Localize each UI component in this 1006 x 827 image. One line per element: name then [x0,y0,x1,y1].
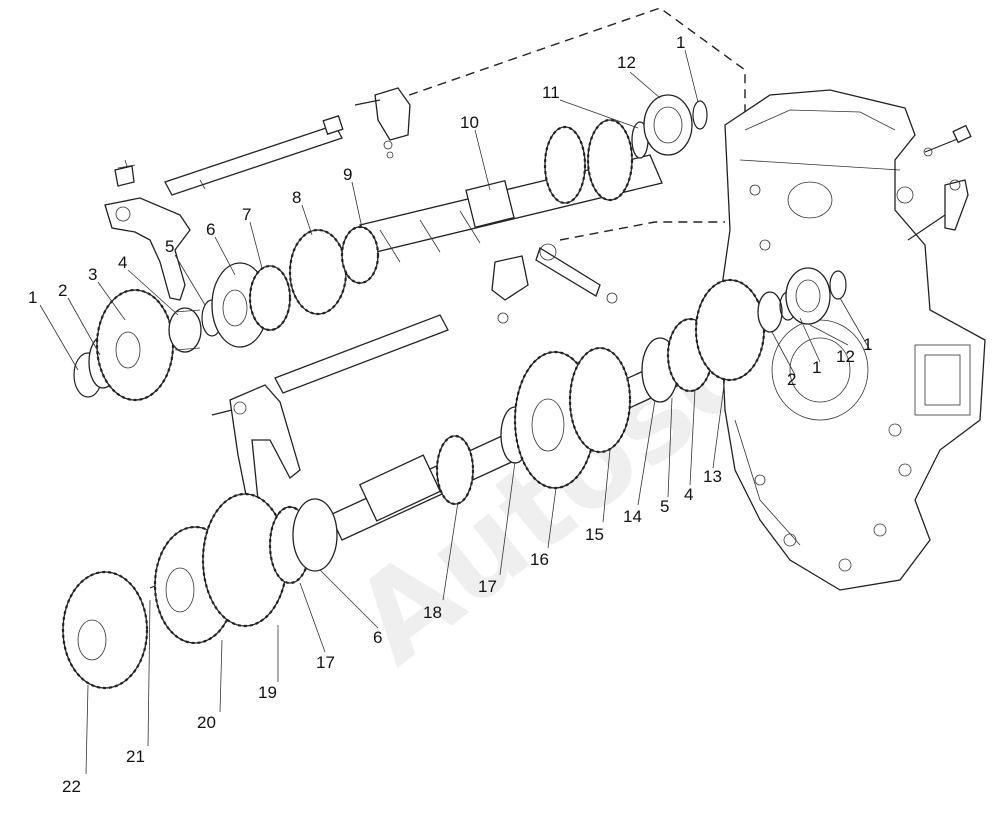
callout-13: 13 [703,467,722,486]
upper-shift-fork [104,159,191,301]
callout-12-lower: 12 [836,347,855,366]
callout-6: 6 [206,220,215,239]
callout-2-lower: 2 [787,370,796,389]
callout-1-lower-a: 1 [863,335,872,354]
callout-17-lower: 17 [316,653,335,672]
lower-gears [61,267,847,690]
callout-8: 8 [292,188,301,207]
lower-fork-bracket [491,243,618,324]
leader-lines [39,49,871,775]
callout-4: 4 [118,253,127,272]
callout-14: 14 [623,507,642,526]
callout-22: 22 [62,777,81,796]
callout-19: 19 [258,683,277,702]
lower-shift-rail [274,314,449,394]
callout-1-top: 1 [676,33,685,52]
callout-10: 10 [460,113,479,132]
lower-shift-fork [211,384,301,506]
callout-9: 9 [343,165,352,184]
callout-3: 3 [88,265,97,284]
callout-18: 18 [423,603,442,622]
callout-5-lower: 5 [660,497,669,516]
callout-4-lower: 4 [684,485,693,504]
callout-15: 15 [585,525,604,544]
callout-21: 21 [126,747,145,766]
upper-fork-bracket [354,87,411,159]
callout-1: 1 [28,288,37,307]
callout-20: 20 [197,713,216,732]
callout-1-lower-b: 1 [812,358,821,377]
callout-7: 7 [242,205,251,224]
callout-11: 11 [542,83,560,102]
callout-6-lower: 6 [373,628,382,647]
callout-12: 12 [617,53,636,72]
callout-17: 17 [478,577,497,596]
upper-gears [73,94,708,402]
callout-5: 5 [165,237,174,256]
callout-16: 16 [530,550,549,569]
upper-shift-rail [164,115,344,196]
callout-2: 2 [58,281,67,300]
callout-labels: 1 2 3 4 5 6 7 8 9 10 11 12 1 12 1 1 2 13… [28,33,872,796]
